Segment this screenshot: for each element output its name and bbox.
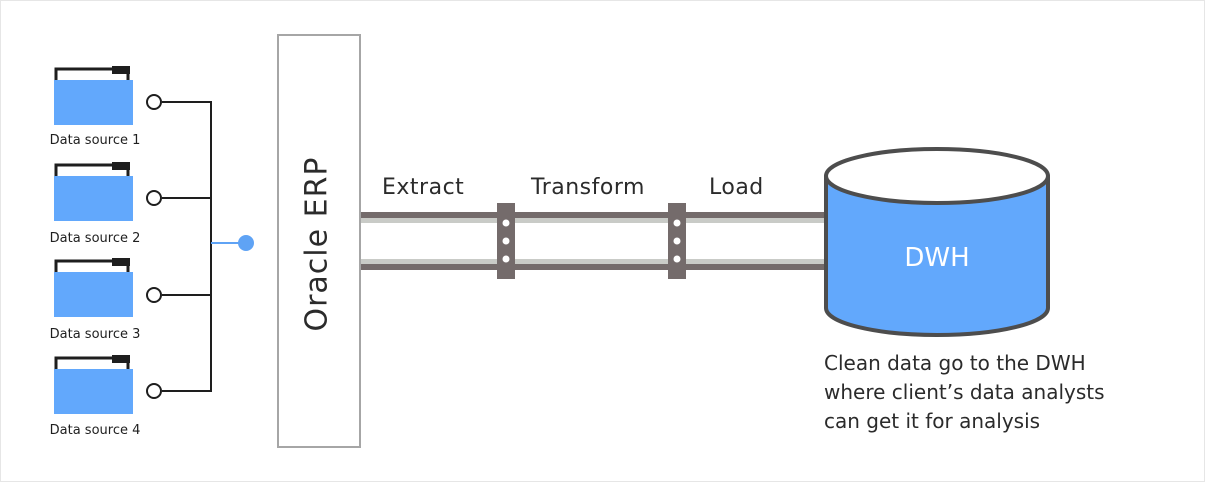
connector-port-3 [146, 287, 162, 303]
pipe-coupling-1 [497, 203, 515, 279]
data-source-4-folder-icon [54, 355, 133, 414]
extract-label: Extract [382, 175, 465, 200]
data-source-1-label: Data source 1 [49, 133, 141, 148]
oracle-erp-box [277, 34, 361, 448]
caption-line-3: can get it for analysis [824, 409, 1041, 433]
data-source-3-label: Data source 3 [49, 327, 141, 342]
source-connectors [162, 101, 212, 392]
data-source-2-folder-icon [54, 162, 133, 221]
connector-port-2 [146, 190, 162, 206]
oracle-erp-label: Oracle ERP [299, 156, 335, 332]
data-source-1-folder-icon [54, 66, 133, 125]
connector-port-1 [146, 94, 162, 110]
caption-line-2: where client’s data analysts [824, 380, 1105, 404]
dwh-database-icon [824, 147, 1050, 337]
data-source-3-folder-icon [54, 258, 133, 317]
connector-port-4 [146, 383, 162, 399]
dwh-caption: Clean data go to the DWH where client’s … [824, 349, 1164, 436]
dwh-label: DWH [904, 243, 970, 273]
erp-input-dot [238, 235, 254, 251]
etl-pipe [361, 212, 827, 270]
data-source-4-label: Data source 4 [49, 423, 141, 438]
pipe-coupling-2 [668, 203, 686, 279]
transform-label: Transform [531, 175, 645, 200]
caption-line-1: Clean data go to the DWH [824, 351, 1086, 375]
data-source-2-label: Data source 2 [49, 231, 141, 246]
load-label: Load [709, 175, 764, 200]
